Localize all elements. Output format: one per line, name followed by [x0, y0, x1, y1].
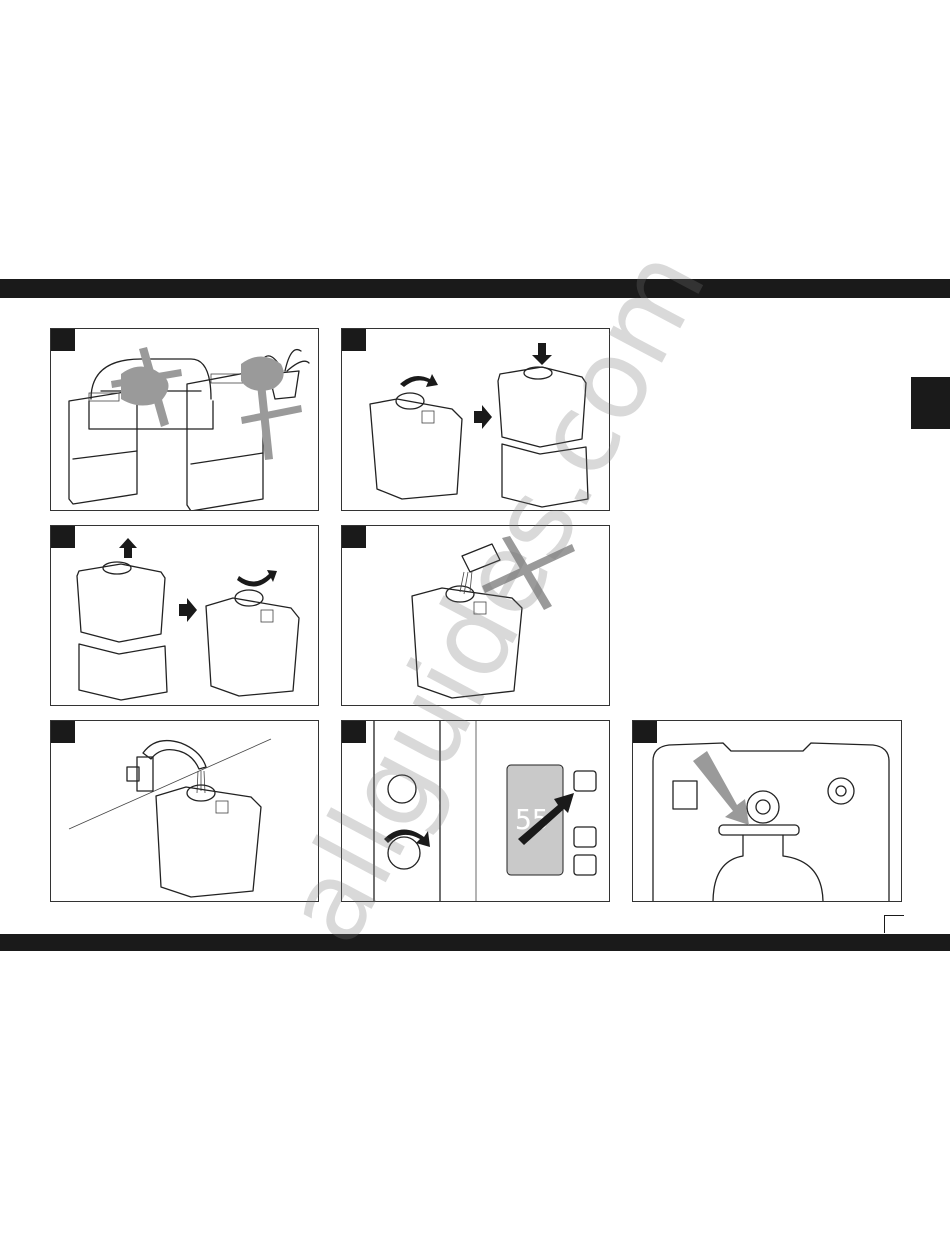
panel-controls: 55 [341, 720, 610, 902]
remove-illustration [51, 526, 319, 706]
tank-icon [412, 586, 522, 698]
panel-remove-tank [50, 525, 319, 706]
humidifier-icon [187, 371, 263, 511]
humidifier-icon [69, 391, 137, 504]
rotate-arrow-icon [237, 570, 277, 587]
base-icon [653, 743, 889, 902]
tank-icon [156, 785, 261, 897]
panel-no-additives [341, 525, 610, 706]
power-button-icon [574, 771, 596, 791]
cross-icon [241, 383, 302, 460]
controls-illustration: 55 [342, 721, 610, 902]
page-corner-mark [884, 915, 904, 933]
cross-icon [482, 536, 575, 610]
arrow-icon [693, 751, 749, 825]
down-arrow-icon [532, 343, 552, 365]
tank-icon [206, 590, 299, 696]
humidifier-icon [77, 562, 167, 700]
bottom-bar [0, 934, 950, 951]
panel-fill-water [50, 720, 319, 902]
base-illustration [633, 721, 902, 902]
panel-assemble-tank [341, 328, 610, 511]
rotate-arrow-icon [400, 374, 438, 387]
panel-base-underside [632, 720, 902, 902]
tap-icon [127, 741, 206, 791]
up-arrow-icon [119, 538, 137, 558]
tank-icon [370, 393, 462, 499]
knob-icon [388, 837, 420, 869]
right-arrow-icon [179, 598, 197, 622]
mode-button-icon [574, 855, 596, 875]
assemble-illustration [342, 329, 610, 511]
humidifier-icon [498, 367, 588, 507]
additives-illustration [342, 526, 610, 706]
right-arrow-icon [474, 405, 492, 429]
fill-illustration [51, 721, 319, 902]
display-icon: 55 [507, 765, 563, 875]
panel-placement [50, 328, 319, 511]
top-bar [0, 279, 950, 298]
placement-illustration [51, 329, 319, 511]
knob-icon [388, 775, 416, 803]
timer-button-icon [574, 827, 596, 847]
section-tab [911, 377, 950, 429]
